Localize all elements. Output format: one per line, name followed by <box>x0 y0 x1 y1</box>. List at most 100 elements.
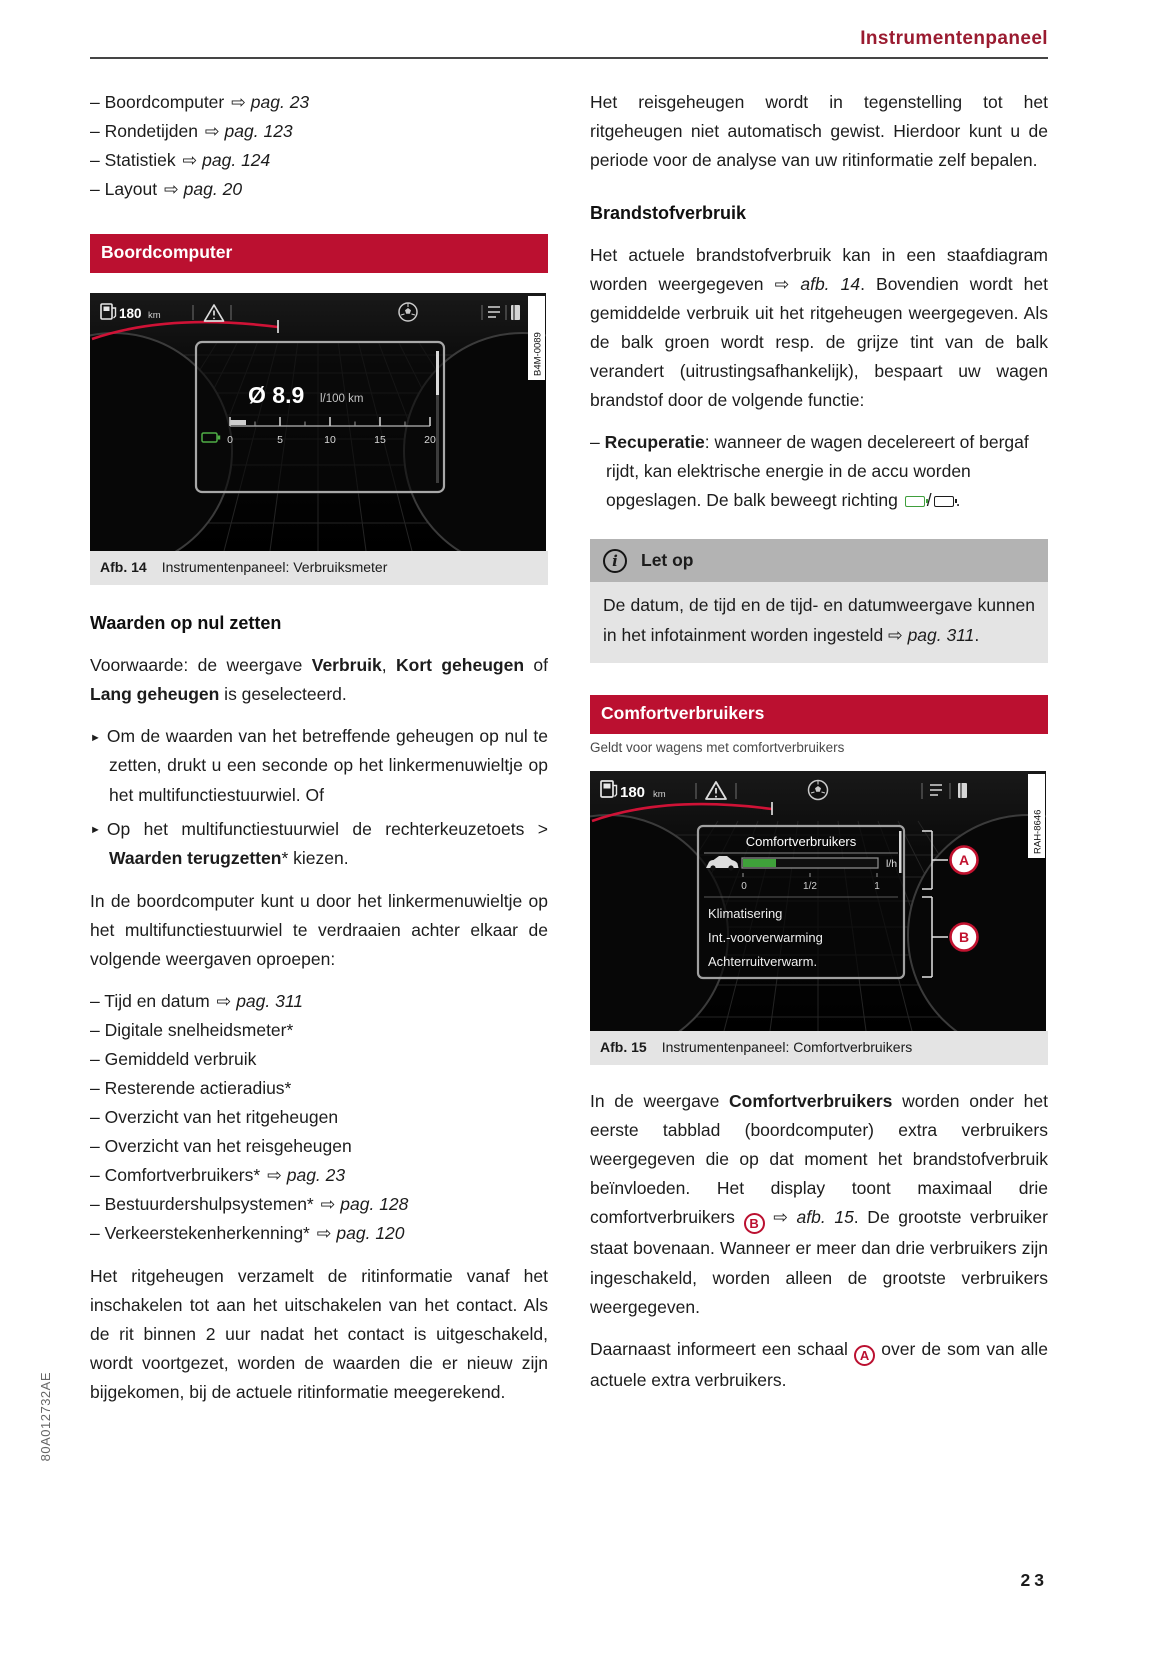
svg-text:1/2: 1/2 <box>803 881 817 892</box>
svg-text:B: B <box>959 929 969 945</box>
status-bar: 180 km <box>600 779 967 801</box>
note-body: De datum, de tijd en de tijd- en datumwe… <box>590 582 1048 663</box>
comfort-panel: Comfortverbruikers l/h 0 1/2 1 <box>696 824 906 980</box>
page-number: 23 <box>1020 1570 1048 1590</box>
media-list-icon <box>488 306 500 318</box>
fig14-cluster-image: 180 km <box>90 293 546 552</box>
list-item: – Verkeerstekenherkenning* ⇨pag. 120 <box>90 1223 405 1244</box>
paragraph-comfortverbruikers: In de weergave Comfortverbruikers worden… <box>590 1091 1048 1317</box>
car-icon <box>706 856 739 871</box>
note-title: Let op <box>641 550 694 571</box>
range-value: 180 <box>119 306 142 321</box>
weergaven-list: – Tijd en datum ⇨pag. 311 – Digitale sne… <box>90 987 548 1248</box>
list-item: – Tijd en datum ⇨pag. 311 <box>90 990 304 1011</box>
arrow-ref-icon: ⇨ <box>267 1165 282 1186</box>
ball-icon <box>807 779 829 801</box>
bullet-item: ►Op het multifunctiestuurwiel de rechter… <box>90 818 548 868</box>
consumer-item: Klimatisering <box>708 906 782 921</box>
ball-icon <box>398 302 418 322</box>
bullet-item: ►Om de waarden van het betreffende geheu… <box>90 726 548 805</box>
figure-14: 180 km <box>90 293 548 586</box>
consumption-value: Ø 8.9 <box>248 382 304 408</box>
image-code-label: B4M-0089 <box>528 296 545 381</box>
svg-text:20: 20 <box>424 434 436 446</box>
fig15-caption: Afb. 15 Instrumentenpaneel: Comfortverbr… <box>590 1031 1048 1066</box>
toc-item: – Rondetijden ⇨pag. 123 <box>90 117 548 146</box>
battery-icon-green <box>201 432 221 443</box>
ref-circle-a: A <box>854 1344 876 1366</box>
svg-text:10: 10 <box>324 434 336 446</box>
instruction-bullets: ►Om de waarden van het betreffende geheu… <box>90 722 548 872</box>
fig14-caption-label: Afb. 14 <box>100 559 147 576</box>
header-divider <box>90 57 1048 59</box>
arrow-ref-icon: ⇨ <box>164 179 179 200</box>
heading-waarden-op-nul-zetten: Waarden op nul zetten <box>90 613 282 634</box>
scrollbar-track <box>436 351 439 484</box>
paragraph-voorwaarde: Voorwaarde: de weergave Verbruik, Kort g… <box>90 655 548 705</box>
arrow-ref-icon: ⇨ <box>216 990 232 1011</box>
warning-triangle-icon <box>705 781 727 800</box>
toc-item: – Statistiek ⇨pag. 124 <box>90 146 548 175</box>
toc-label: – Boordcomputer <box>90 92 230 112</box>
fig14-caption-text: Instrumentenpaneel: Verbruiksmeter <box>161 559 388 576</box>
paragraph-schaal: Daarnaast informeert een schaal A over d… <box>590 1338 1048 1390</box>
bar-ticks <box>742 873 878 878</box>
svg-text:15: 15 <box>374 434 386 446</box>
list-item: – Overzicht van het reisgeheugen <box>90 1136 352 1157</box>
bracket-b <box>922 896 948 978</box>
arrow-ref-icon: ⇨ <box>231 92 246 112</box>
toc-item: – Layout ⇨pag. 20 <box>90 175 548 204</box>
list-item: – Digitale snelheidsmeter* <box>90 1019 294 1040</box>
image-code-label: RAH-8646 <box>1028 774 1045 859</box>
info-icon: i <box>603 548 627 573</box>
warning-triangle-icon <box>203 304 225 323</box>
svg-text:1: 1 <box>874 881 880 892</box>
fuel-pump-icon <box>100 303 117 321</box>
phonebook-icon <box>958 783 967 799</box>
image-code-text: B4M-0089 <box>533 332 544 376</box>
consumption-unit: l/100 km <box>320 393 363 405</box>
battery-icon <box>933 496 958 508</box>
gauge-rings <box>590 814 1046 1032</box>
range-unit: km <box>148 310 161 321</box>
panel-title: Comfortverbruikers <box>746 834 857 849</box>
arrow-ref-icon: ⇨ <box>204 121 220 142</box>
battery-icon-green <box>904 496 929 508</box>
toc-label: – Rondetijden <box>90 121 203 142</box>
consumer-item: Int.-voorverwarming <box>708 930 823 945</box>
scrollbar-thumb <box>436 351 439 396</box>
toc-page-ref: pag. 20 <box>183 179 243 200</box>
paragraph-reisgeheugen: Het reisgeheugen wordt in tegenstelling … <box>590 92 1048 171</box>
consumption-bar-scale <box>229 417 431 427</box>
figure-15: 180 km <box>590 771 1048 1066</box>
bracket-a <box>922 830 948 890</box>
label-b-circle: B <box>949 922 979 952</box>
scale-numbers: 0 5 10 15 20 <box>227 434 436 446</box>
bullet-triangle-icon: ► <box>90 824 101 837</box>
list-item: – Overzicht van het ritgeheugen <box>90 1107 339 1127</box>
toc-list: – Boordcomputer ⇨pag. 23 – Rondetijden ⇨… <box>90 88 548 204</box>
list-item: – Resterende actieradius* <box>90 1077 292 1098</box>
note-box-let-op: i Let op De datum, de tijd en de tijd- e… <box>590 539 1048 663</box>
paragraph-brandstofverbruik: Het actuele brandstofverbruik kan in een… <box>590 245 1048 411</box>
tachometer-red-arc <box>91 320 279 341</box>
status-bar: 180 km <box>100 302 520 323</box>
range-unit: km <box>653 789 666 800</box>
tachometer-red-arc <box>591 802 773 823</box>
fig15-caption-label: Afb. 15 <box>600 1039 647 1056</box>
toc-page-ref: pag. 23 <box>250 92 310 112</box>
arrow-ref-icon: ⇨ <box>182 150 198 171</box>
fig15-caption-text: Instrumentenpaneel: Comfortverbruikers <box>661 1039 913 1056</box>
recuperatie-item: – Recuperatie: wanneer de wagen decelere… <box>590 432 1029 511</box>
right-column: Het reisgeheugen wordt in tegenstelling … <box>590 88 1048 1408</box>
svg-text:5: 5 <box>277 434 283 446</box>
note-header: i Let op <box>590 539 1048 583</box>
media-list-icon <box>930 784 942 796</box>
comfort-consumer-list: Klimatisering Int.-voorverwarming Achter… <box>708 906 823 969</box>
left-column: – Boordcomputer ⇨pag. 23 – Rondetijden ⇨… <box>90 88 548 1420</box>
toc-page-ref: pag. 123 <box>224 121 293 142</box>
toc-item: – Boordcomputer ⇨pag. 23 <box>90 88 548 117</box>
phonebook-icon <box>511 305 520 321</box>
fuel-pump-icon <box>600 780 618 798</box>
fig15-cluster-image: 180 km <box>590 771 1046 1032</box>
